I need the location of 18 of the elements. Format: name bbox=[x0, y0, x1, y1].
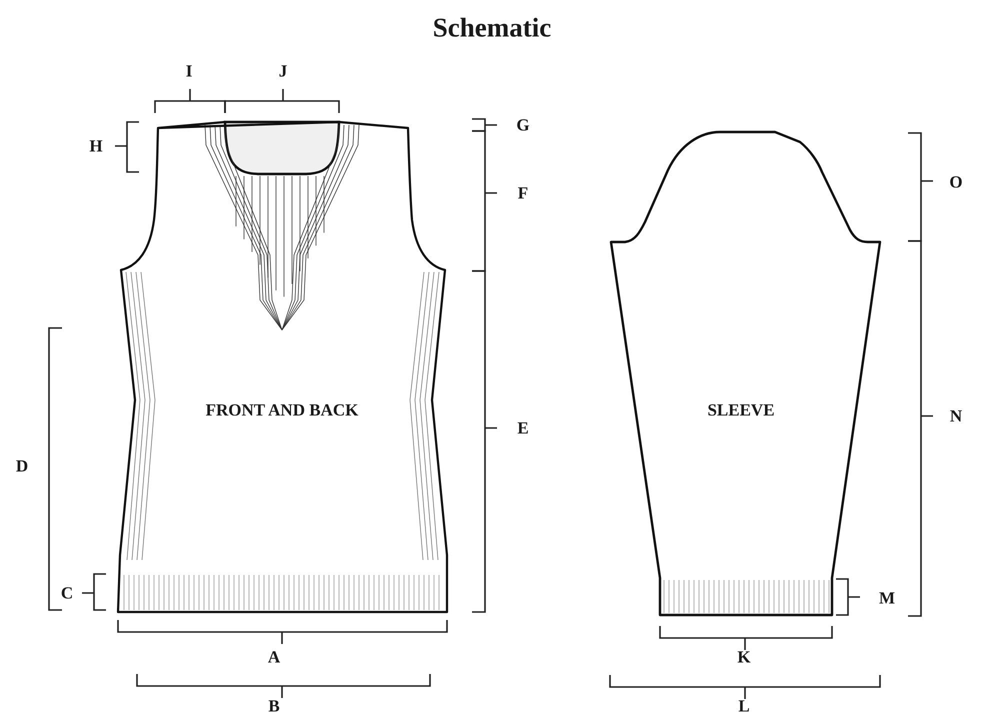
piece-label: SLEEVE bbox=[707, 402, 775, 418]
piece-label: FRONT AND BACK bbox=[206, 402, 358, 418]
dimension-letter: G bbox=[516, 116, 530, 134]
dimension-letter: O bbox=[949, 174, 963, 190]
dimension-letter: F bbox=[518, 184, 528, 202]
dimension-letter: I bbox=[186, 62, 192, 80]
dimension-letter: B bbox=[268, 698, 280, 714]
dimension-letter: J bbox=[278, 62, 288, 80]
dimension-letter: L bbox=[738, 698, 750, 714]
dimension-letter: N bbox=[950, 408, 962, 424]
dimension-letter: D bbox=[16, 458, 28, 474]
title: Schematic bbox=[432, 14, 552, 42]
dimension-letter: A bbox=[268, 648, 280, 666]
dimension-letter: H bbox=[89, 138, 103, 154]
dimension-letter: M bbox=[878, 590, 896, 606]
dimension-letter: C bbox=[60, 584, 74, 602]
dimension-letter: K bbox=[737, 648, 751, 666]
dimension-letter: E bbox=[517, 420, 529, 436]
